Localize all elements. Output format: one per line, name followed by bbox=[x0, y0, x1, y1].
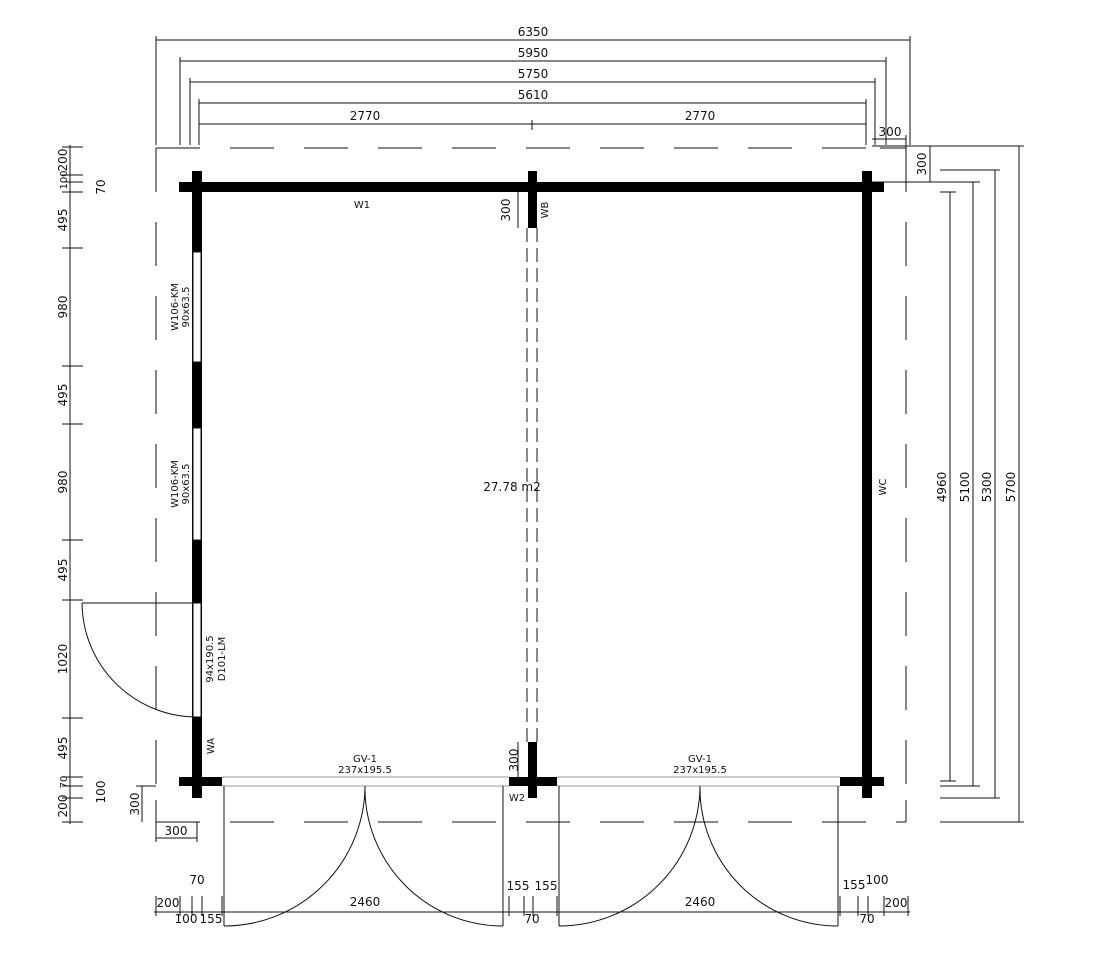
dim-1020: 1020 bbox=[56, 644, 70, 675]
dim-155-left: 155 bbox=[200, 912, 223, 926]
dim-155-mid-a: 155 bbox=[507, 879, 530, 893]
dim-155-mid-b: 155 bbox=[535, 879, 558, 893]
dim-495-1: 495 bbox=[56, 209, 70, 232]
dim-5950: 5950 bbox=[518, 46, 549, 60]
door-size: 94x190.5 bbox=[205, 635, 216, 682]
dim-200-right: 200 bbox=[885, 896, 908, 910]
floor-area: 27.78 m2 bbox=[483, 480, 541, 494]
dim-5300: 5300 bbox=[980, 472, 994, 503]
dim-100-left: 100 bbox=[175, 912, 198, 926]
dim-70-bottom: 70 bbox=[59, 776, 70, 789]
window-2 bbox=[192, 427, 202, 541]
wall-tag-w2: W2 bbox=[509, 793, 525, 804]
dim-100-bottom: 100 bbox=[94, 781, 108, 804]
dim-6350: 6350 bbox=[518, 25, 549, 39]
dim-495-2: 495 bbox=[56, 384, 70, 407]
dim-5700: 5700 bbox=[1004, 472, 1018, 503]
wall-tag-w1: W1 bbox=[354, 200, 370, 211]
dim-5100: 5100 bbox=[958, 472, 972, 503]
dim-5750: 5750 bbox=[518, 67, 549, 81]
dim-495-3: 495 bbox=[56, 559, 70, 582]
window-1 bbox=[192, 251, 202, 363]
dim-100-right: 100 bbox=[866, 873, 889, 887]
wall-tag-wc: WC bbox=[878, 479, 889, 496]
door-code: D101-LM bbox=[217, 637, 228, 682]
dim-300-mid-bottom: 300 bbox=[507, 749, 521, 772]
dim-200-bottom: 200 bbox=[56, 795, 70, 818]
dim-5610: 5610 bbox=[518, 88, 549, 102]
dim-495-4: 495 bbox=[56, 737, 70, 760]
window-2-size: 90x63.5 bbox=[181, 464, 192, 505]
dim-70-top: 70 bbox=[94, 179, 108, 194]
dim-300-overhang: 300 bbox=[879, 125, 902, 139]
dim-100-top: 100 bbox=[59, 170, 70, 189]
door-swing bbox=[81, 602, 198, 718]
garage-door-1-size: 237x195.5 bbox=[338, 765, 392, 776]
garage-doors: GV-1 237x195.5 GV-1 237x195.5 bbox=[223, 754, 839, 927]
right-dimensions: 4960 5100 5300 5700 bbox=[935, 145, 1024, 823]
dim-2770-left: 2770 bbox=[350, 109, 381, 123]
top-dimensions: 6350 5950 5750 5610 2770 2770 300 300 bbox=[155, 25, 940, 183]
dim-300-corner-horizontal: 300 bbox=[165, 824, 188, 838]
dim-70-left: 70 bbox=[189, 873, 204, 887]
dim-980-1: 980 bbox=[56, 296, 70, 319]
dim-2770-right: 2770 bbox=[685, 109, 716, 123]
roof-overhang-outline bbox=[155, 147, 907, 823]
dim-4960: 4960 bbox=[935, 472, 949, 503]
window-2-code: W106-KM bbox=[170, 460, 181, 508]
window-1-size: 90x63.5 bbox=[181, 287, 192, 328]
left-dimensions: 200 100 70 495 980 495 980 495 1020 495 … bbox=[56, 145, 198, 842]
garage-door-2-code: GV-1 bbox=[688, 754, 712, 765]
wall-tag-wb: WB bbox=[540, 201, 551, 218]
bottom-dimensions: 200 100 70 155 2460 155 155 70 2460 155 … bbox=[154, 873, 910, 926]
wall-tags: W1 WB WC WA W2 bbox=[206, 200, 889, 804]
dim-70-right: 70 bbox=[859, 912, 874, 926]
dim-70-mid: 70 bbox=[524, 912, 539, 926]
dim-300-overhang-vertical: 300 bbox=[915, 153, 929, 176]
dim-200-left: 200 bbox=[157, 896, 180, 910]
dim-200-top: 200 bbox=[56, 149, 70, 172]
wall-tag-wa: WA bbox=[206, 738, 217, 754]
dim-2460-right: 2460 bbox=[685, 895, 716, 909]
garage-door-1-code: GV-1 bbox=[353, 754, 377, 765]
garage-door-2-size: 237x195.5 bbox=[673, 765, 727, 776]
dim-300-mid-top: 300 bbox=[499, 199, 513, 222]
dim-2460-left: 2460 bbox=[350, 895, 381, 909]
window-1-code: W106-KM bbox=[170, 283, 181, 331]
dim-155-right: 155 bbox=[843, 878, 866, 892]
door-opening bbox=[192, 602, 202, 718]
dim-300-corner-vertical: 300 bbox=[128, 793, 142, 816]
dim-980-2: 980 bbox=[56, 471, 70, 494]
